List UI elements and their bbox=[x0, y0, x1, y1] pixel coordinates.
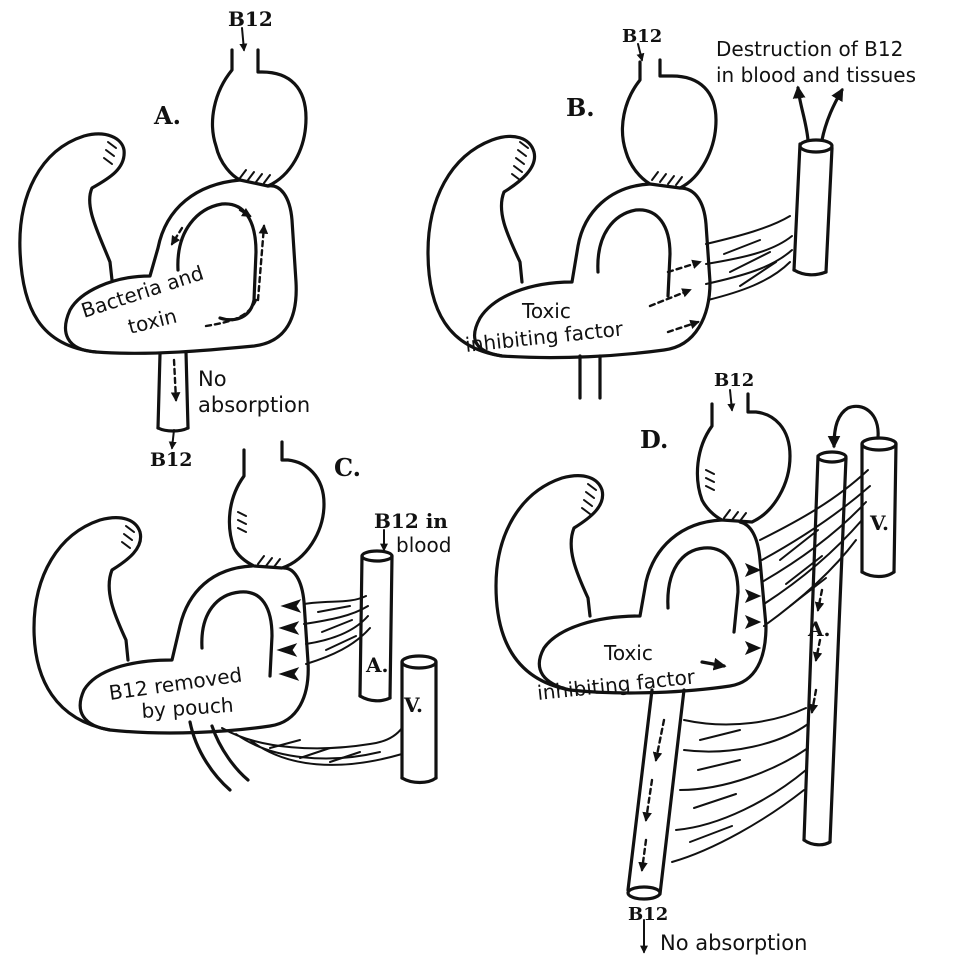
panel-d-intestine bbox=[539, 520, 766, 693]
panel-c-stomach bbox=[229, 442, 324, 568]
panel-c-removed-line2: by pouch bbox=[141, 693, 235, 723]
panel-a-blind-loop bbox=[20, 134, 124, 352]
panel-a bbox=[20, 28, 306, 448]
panel-a-b12-in: B12 bbox=[228, 7, 273, 31]
panel-d-no-absorption: No absorption bbox=[660, 931, 807, 955]
panel-d-toxic-line2: inhibiting factor bbox=[536, 664, 697, 705]
panel-c-vein-label: V. bbox=[403, 693, 423, 717]
panel-a-b12-out: B12 bbox=[150, 449, 193, 471]
panel-d-vein bbox=[862, 444, 896, 572]
panel-a-no-line2: absorption bbox=[198, 393, 310, 417]
panel-b-toxic-line1: Toxic bbox=[521, 299, 571, 323]
panel-c-vein bbox=[402, 662, 436, 778]
panel-b-b12-in: B12 bbox=[622, 26, 662, 47]
panel-b-destruction-line1: Destruction of B12 bbox=[716, 37, 903, 61]
panel-d-toxic-line1: Toxic bbox=[603, 641, 653, 665]
panel-a-bacteria-line2: toxin bbox=[125, 304, 179, 339]
panel-a-label: A. bbox=[153, 101, 181, 130]
panel-c-artery-label: A. bbox=[365, 653, 388, 677]
panel-c-b12-blood-line2: blood bbox=[396, 533, 451, 557]
panel-d-stomach bbox=[697, 394, 790, 522]
panel-d-label: D. bbox=[640, 425, 668, 454]
panel-d-b12-out: B12 bbox=[628, 904, 668, 925]
panel-b-destruction-line2: in blood and tissues bbox=[716, 63, 916, 87]
panel-b-label: B. bbox=[566, 93, 595, 122]
panel-b-stomach bbox=[622, 60, 716, 188]
panel-d-artery-label: A. bbox=[807, 617, 830, 641]
panel-d bbox=[496, 390, 896, 952]
panel-c-label: C. bbox=[334, 453, 361, 482]
panel-d-b12-in: B12 bbox=[714, 370, 754, 391]
panel-d-vein-label: V. bbox=[869, 511, 889, 535]
panel-d-blind-loop bbox=[496, 476, 603, 690]
panel-b-vessel bbox=[794, 144, 832, 272]
panel-c-b12-blood-line1: B12 in bbox=[374, 509, 448, 533]
panel-c bbox=[34, 442, 436, 790]
panel-a-stomach bbox=[213, 50, 306, 186]
panel-a-no-line1: No bbox=[198, 367, 227, 391]
